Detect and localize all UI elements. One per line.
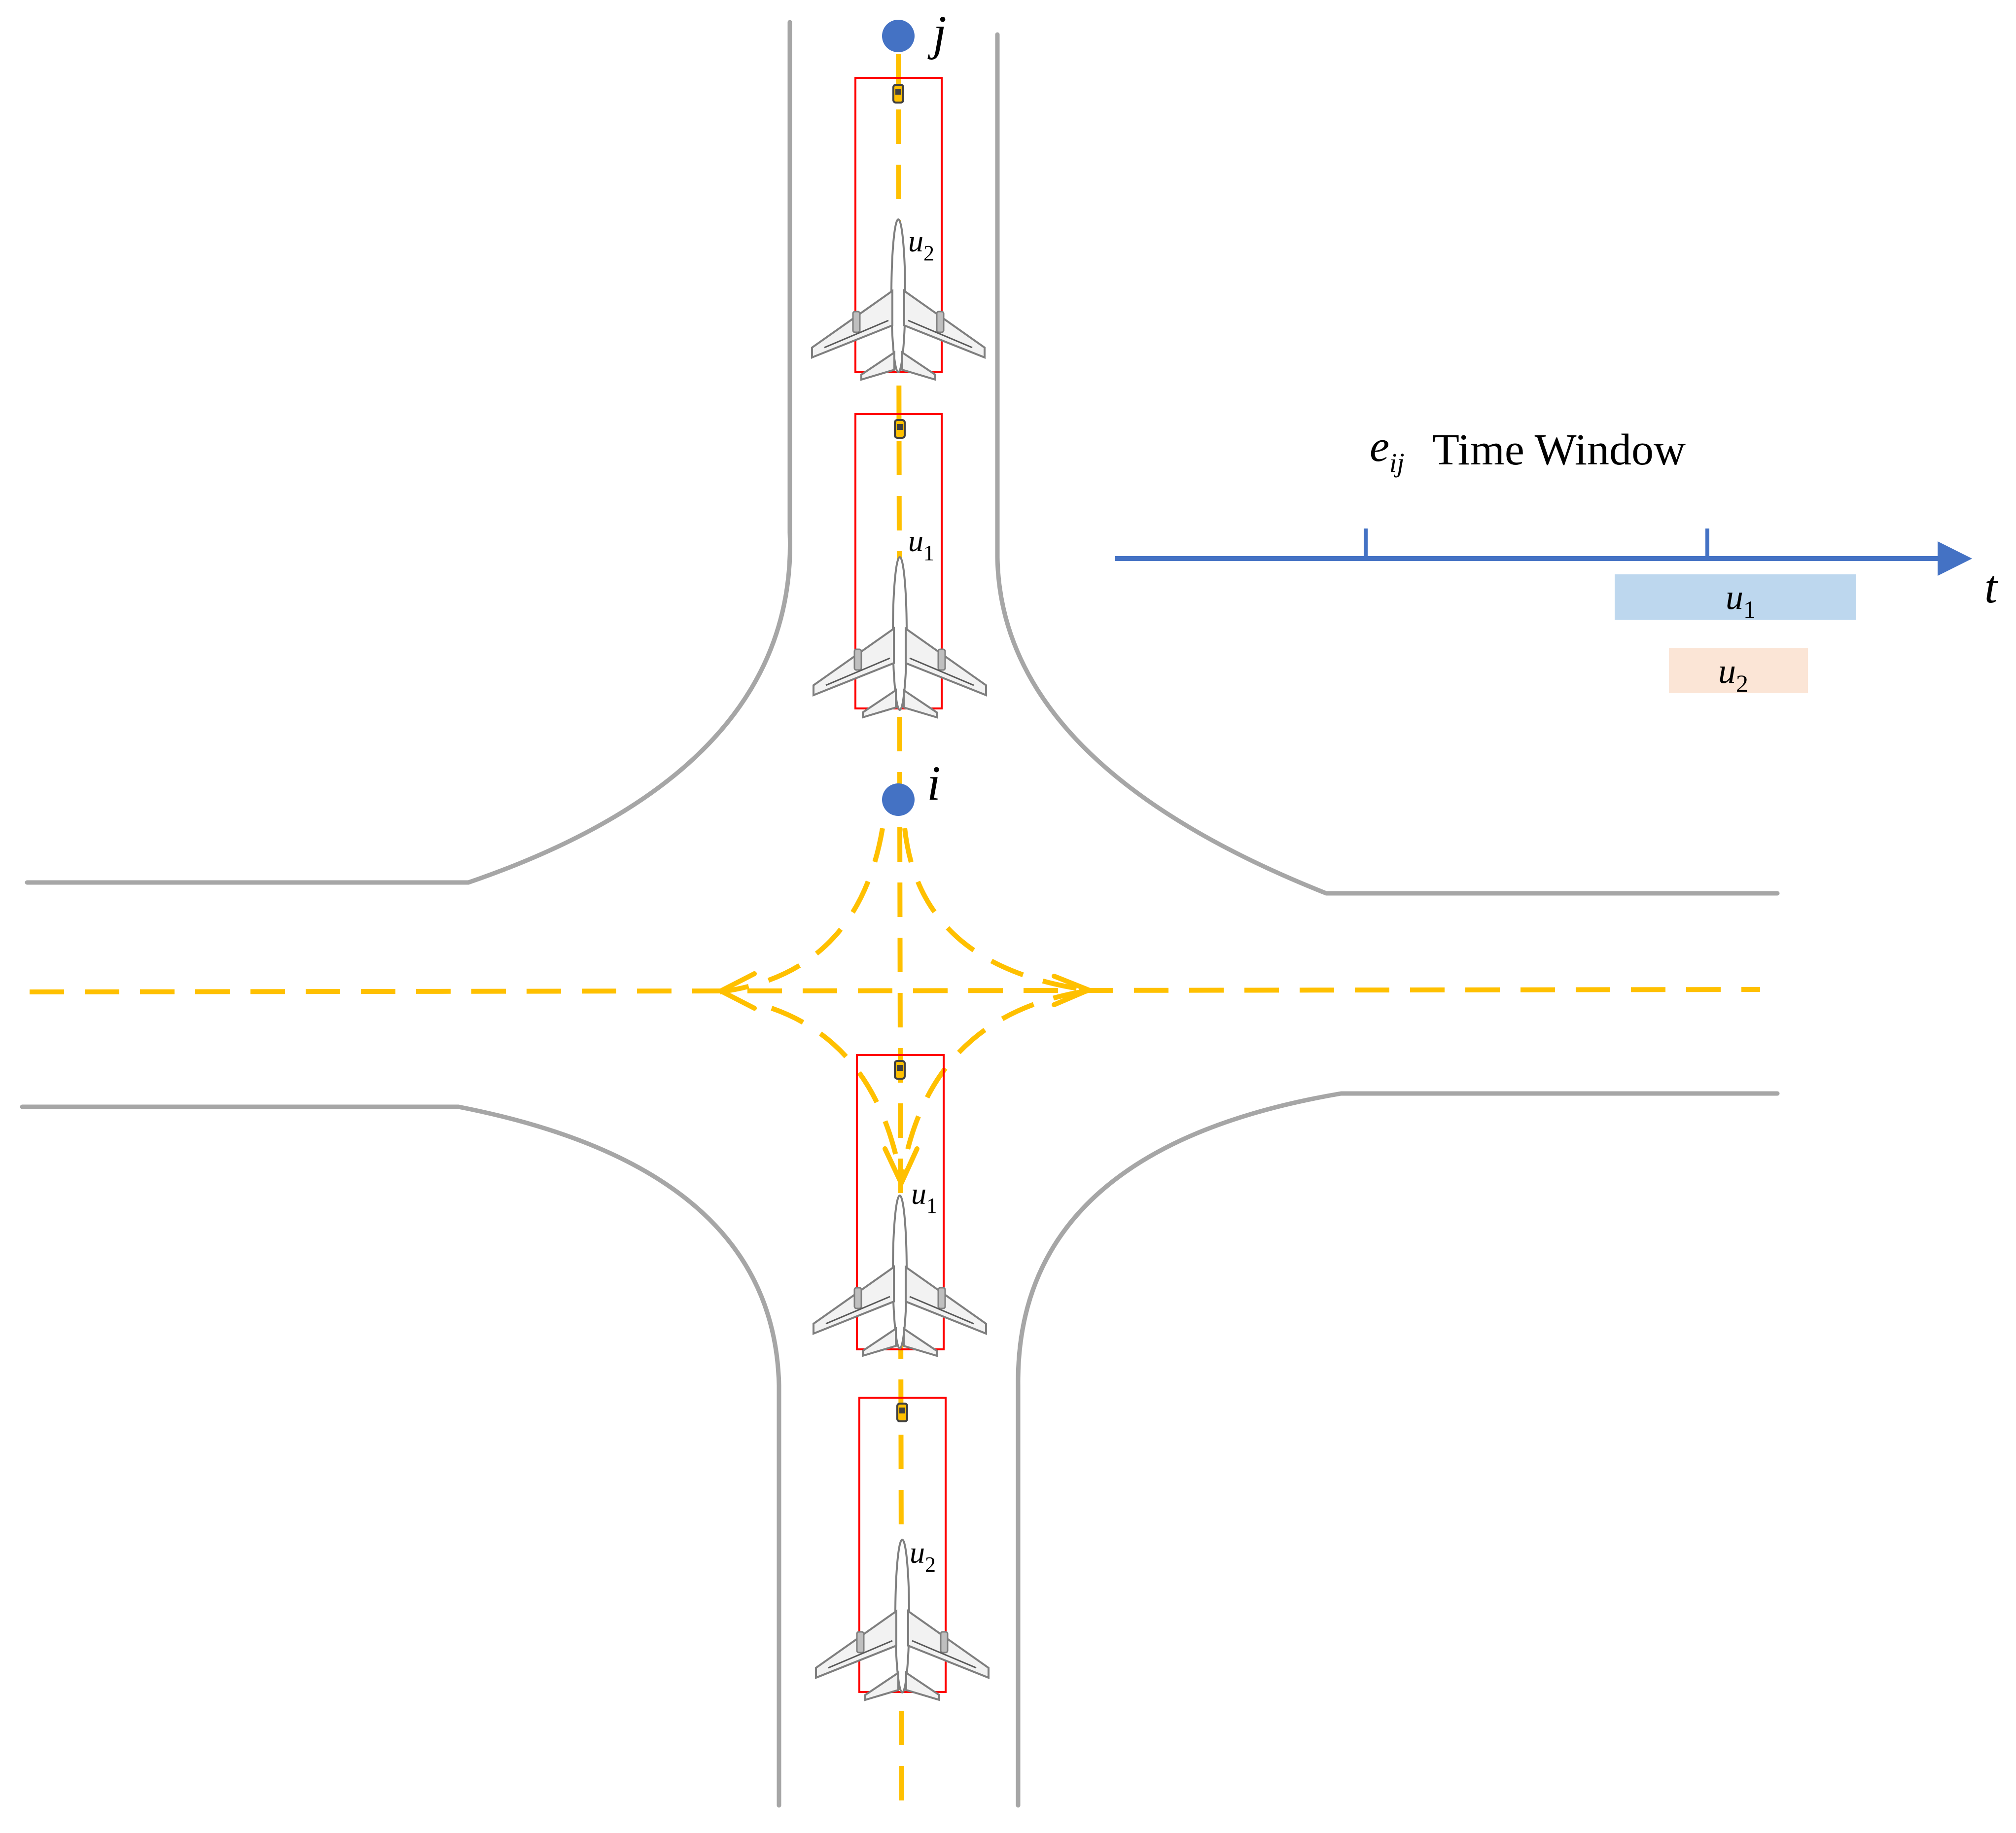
- aircraft-label-lower-u2: u2: [910, 1536, 936, 1577]
- node-j-label: j: [927, 5, 947, 60]
- towing-vehicle-icon: [894, 1060, 906, 1080]
- time-window-bar-u2: [1669, 648, 1808, 693]
- road-edge-bottom-left: [20, 1104, 781, 1808]
- time-window-panel: eij Time Window t u1 u2: [1115, 422, 1999, 697]
- node-i-label: i: [927, 756, 941, 811]
- airplane-icon: [811, 218, 986, 381]
- airplane-icon: [813, 1195, 987, 1357]
- horizontal-taxi-path: [29, 987, 1761, 994]
- arrow-down: [883, 1146, 920, 1186]
- turn-path-bottom-right: [899, 988, 1088, 1181]
- airplane-icon: [813, 556, 987, 718]
- time-axis-label: t: [1984, 561, 1999, 613]
- airplane-icon: [815, 1539, 990, 1701]
- aircraft-label-upper-u2: u2: [908, 225, 934, 265]
- aircraft-label-lower-u1: u1: [911, 1177, 937, 1218]
- road-edge-top-right: [995, 32, 1780, 896]
- aircraft-box-upper-u1: u1: [813, 413, 987, 718]
- time-window-bar-u2-label: u2: [1718, 651, 1748, 697]
- time-axis-arrowhead: [1938, 541, 1972, 576]
- road-edge-top-left: [25, 20, 792, 885]
- node-j: j: [882, 5, 947, 60]
- turn-path-bottom-left: [771, 1006, 904, 1181]
- turn-path-top-right: [902, 828, 1088, 992]
- arrow-left: [718, 971, 757, 1011]
- aircraft-box-lower-u2: u2: [815, 1397, 990, 1701]
- node-i-marker: [882, 783, 915, 816]
- towing-vehicle-icon: [896, 1403, 908, 1422]
- aircraft-box-lower-u1: u1: [813, 1054, 987, 1357]
- path-arrows: [718, 971, 1091, 1186]
- edge-label: eij: [1370, 422, 1405, 478]
- taxiway-edges: [20, 20, 1780, 1808]
- node-i: i: [882, 756, 941, 816]
- towing-vehicle-icon: [894, 419, 906, 439]
- aircraft-box-upper-u2: u2: [811, 77, 986, 381]
- aircraft-label-upper-u1: u1: [908, 525, 934, 565]
- node-j-marker: [882, 20, 915, 52]
- time-window-bar-u1-label: u1: [1726, 577, 1756, 623]
- time-window-title: Time Window: [1432, 425, 1686, 474]
- arrow-right: [1052, 974, 1091, 1007]
- time-window-bar-u1: [1615, 574, 1856, 620]
- towing-vehicle-icon: [892, 84, 904, 104]
- turn-path-top-left: [719, 828, 885, 994]
- road-edge-bottom-right: [1016, 1091, 1780, 1808]
